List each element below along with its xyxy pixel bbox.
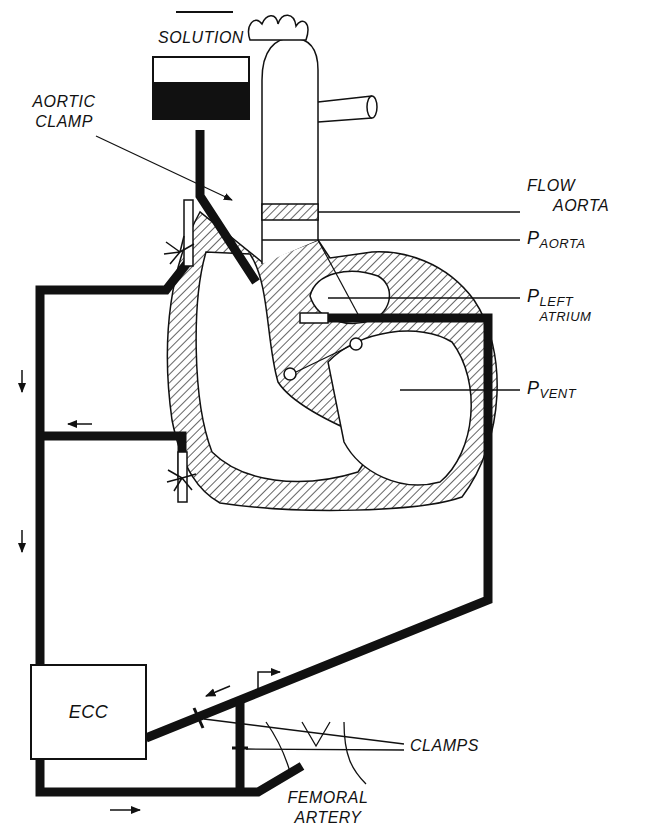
heart-wall (284, 368, 296, 380)
cannula-clamp (167, 470, 196, 491)
leader-line (262, 239, 520, 240)
ecc-box: ECC (30, 664, 147, 760)
flow-arrow (68, 423, 92, 425)
reservoir-vessel (152, 56, 250, 120)
femoral-artery (266, 722, 366, 784)
line-clamp (194, 708, 203, 728)
flow-arrow (110, 809, 140, 811)
heart-wall (167, 212, 497, 510)
cannula-clamp (184, 200, 193, 266)
femoral-artery (302, 722, 330, 746)
leader-line (96, 136, 232, 200)
flow-arrow (21, 530, 23, 552)
flow-arrow (21, 370, 23, 392)
femoral-artery (266, 722, 290, 772)
cannula-clamp (164, 200, 196, 502)
tubing (40, 436, 182, 478)
heart-wall (328, 331, 471, 485)
line-clamp (194, 708, 248, 748)
ecc-outline: ECC (30, 664, 147, 760)
callout-label: AORTIC CLAMP (18, 92, 110, 132)
leader-line (328, 297, 520, 298)
line-clamp (232, 747, 248, 750)
tubing (40, 758, 302, 792)
pressure-label: P VENT (527, 378, 637, 401)
flow-arrow (258, 672, 280, 690)
callout-label: CLAMPS (410, 736, 500, 756)
aorta (262, 38, 318, 264)
femoral-artery (344, 722, 366, 784)
solution-reservoir: SOLUTION (152, 28, 250, 120)
vessel-label: FEMORAL ARTERY (278, 788, 378, 828)
aorta (318, 96, 372, 122)
flow-arrow (22, 370, 280, 810)
pressure-label: P LEFT ATRIUM (527, 286, 637, 324)
flow-arrow (206, 686, 230, 696)
heart-wall (318, 240, 360, 318)
overline (176, 11, 233, 13)
pressure-transducer (300, 313, 328, 323)
leader-line (204, 719, 404, 744)
leader-line (400, 389, 520, 390)
probe-label: FLOW AORTA (527, 176, 607, 216)
aorta (249, 15, 308, 40)
heart-wall (296, 346, 350, 372)
tubing (146, 318, 488, 738)
aorta (249, 15, 377, 264)
tubing (40, 262, 188, 666)
tubing (200, 130, 256, 282)
reservoir-label: SOLUTION (152, 28, 250, 48)
aorta (367, 96, 377, 118)
heart-wall (167, 212, 497, 510)
heart-wall (350, 338, 362, 350)
tubing (236, 700, 245, 792)
leader-line (246, 749, 404, 750)
flow-probe (262, 204, 318, 220)
leader-line (96, 136, 520, 750)
pressure-label: P AORTA (527, 228, 637, 251)
leader-line (318, 211, 520, 212)
box-label: ECC (69, 702, 109, 722)
cannula-clamp (164, 236, 194, 264)
